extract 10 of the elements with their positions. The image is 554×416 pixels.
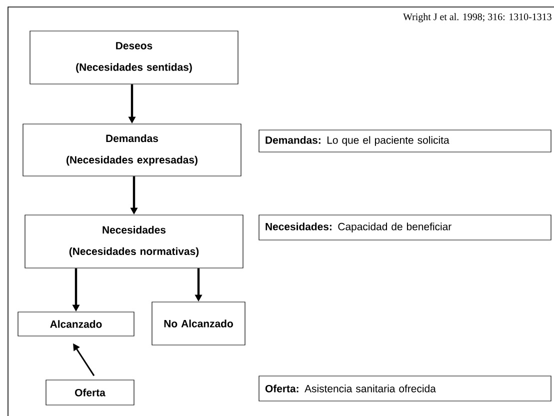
- process-box: Necesidades (Necesidades normativas): [24, 214, 244, 268]
- process-box: Demandas (Necesidades expresadas): [22, 124, 242, 176]
- citation: Wright J et al. 1998; 316: 1310-1313: [403, 13, 552, 22]
- definition-box: Demandas: Lo que el paciente solicita: [258, 130, 552, 152]
- definition-box: Oferta: Asistencia sanitaria ofrecida: [258, 376, 552, 402]
- process-box: Oferta: [46, 380, 134, 406]
- process-box: No Alcanzado: [152, 302, 246, 346]
- definition-box: Necesidades: Capacidad de beneficiar: [258, 214, 552, 240]
- process-box: Deseos (Necesidades sentidas): [30, 30, 238, 84]
- process-box: Alcanzado: [18, 312, 134, 336]
